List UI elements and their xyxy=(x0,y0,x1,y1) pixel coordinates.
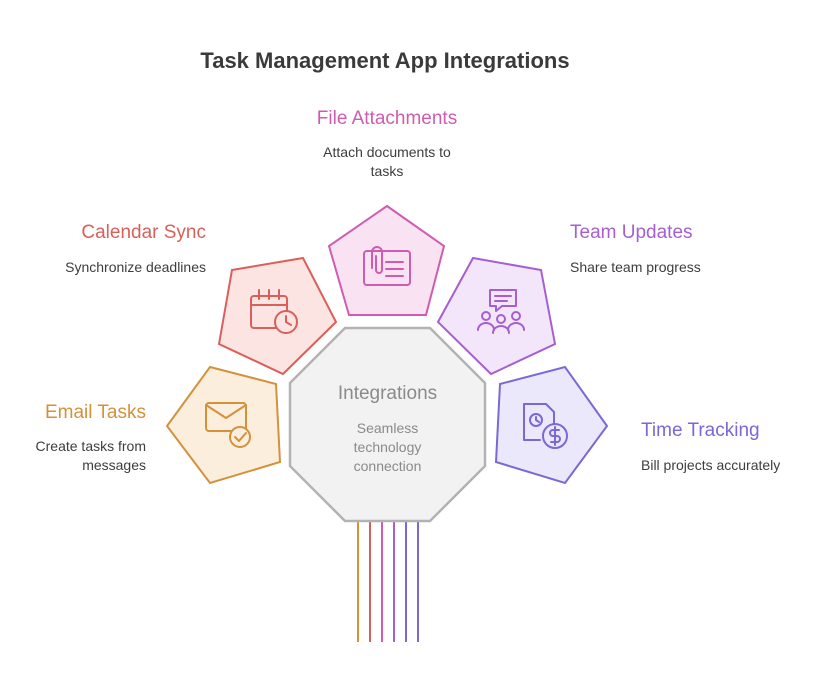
file-attachments-description: Attach documents to tasks xyxy=(323,144,451,179)
pentagon-email xyxy=(165,365,282,485)
center-octagon xyxy=(288,326,487,523)
email-tasks-description: Create tasks from messages xyxy=(35,438,146,473)
pentagon-files xyxy=(327,204,446,316)
email-tasks-title: Email Tasks xyxy=(44,402,146,423)
stem-lines xyxy=(357,520,419,642)
time-tracking-description: Bill projects accurately xyxy=(641,457,781,473)
time-tracking-title: Time Tracking xyxy=(641,420,760,441)
file-attachments-title: File Attachments xyxy=(316,108,458,129)
pentagon-time xyxy=(494,365,609,485)
center-title: Integrations xyxy=(337,383,438,404)
team-chat-icon xyxy=(477,289,525,334)
team-updates-title: Team Updates xyxy=(570,222,693,243)
calendar-clock-icon xyxy=(250,289,298,334)
envelope-check-icon xyxy=(205,402,251,448)
pentagon-calendar xyxy=(217,256,338,376)
team-updates-description: Share team progress xyxy=(570,259,701,275)
center-description: Seamless technology connection xyxy=(353,420,422,474)
pentagon-team xyxy=(436,256,557,376)
calendar-sync-description: Synchronize deadlines xyxy=(65,259,206,275)
paperclip-document-icon xyxy=(363,246,411,286)
clock-dollar-document-icon xyxy=(523,403,568,449)
diagram-title: Task Management App Integrations xyxy=(200,48,570,73)
calendar-sync-title: Calendar Sync xyxy=(81,222,206,243)
